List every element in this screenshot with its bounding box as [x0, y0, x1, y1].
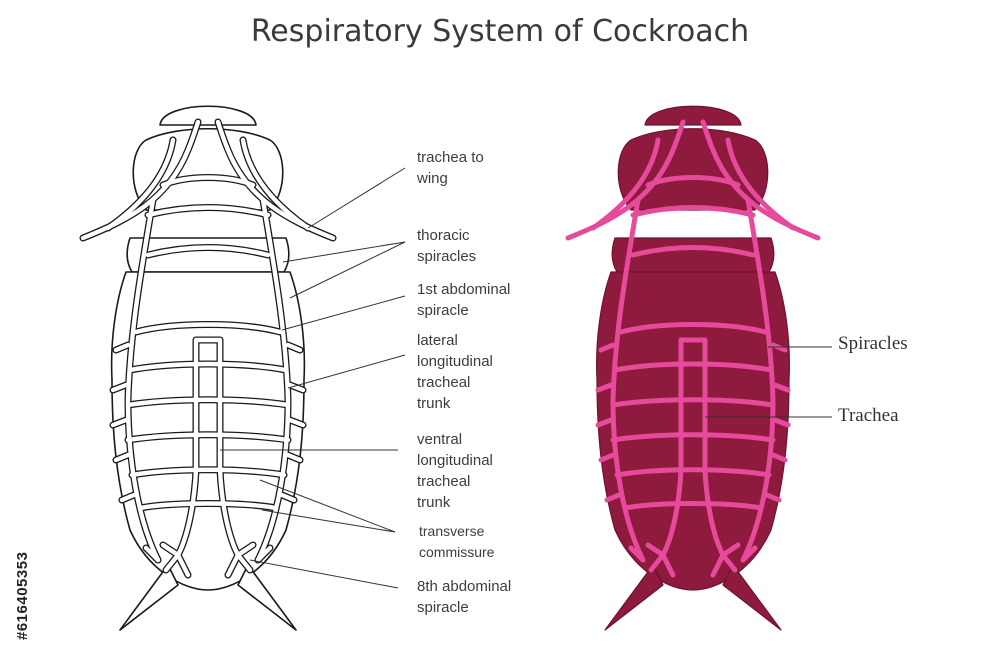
- cockroach-colored-drawing: [568, 105, 818, 631]
- stock-id-watermark: #616405353: [14, 551, 31, 640]
- leader-1st-abdominal-spiracle: [281, 295, 406, 331]
- leader-thoracic-spiracles-1: [282, 241, 406, 263]
- leader-thoracic-spiracles-2: [289, 241, 406, 299]
- label-spiracles: Spiracles: [838, 333, 908, 354]
- leader-transverse-2: [261, 509, 396, 533]
- leader-transverse-1: [259, 479, 396, 533]
- leader-lines-right: [705, 346, 832, 418]
- cockroach-outline-drawing: [83, 105, 333, 631]
- leader-trachea-to-wing: [307, 167, 406, 229]
- diagram-title: Respiratory System of Cockroach: [250, 14, 750, 49]
- leader-8th-abdominal-spiracle: [249, 559, 399, 589]
- label-trachea: Trachea: [838, 405, 899, 426]
- leader-lines-left: [220, 167, 406, 589]
- leader-lateral-trunk: [287, 354, 406, 389]
